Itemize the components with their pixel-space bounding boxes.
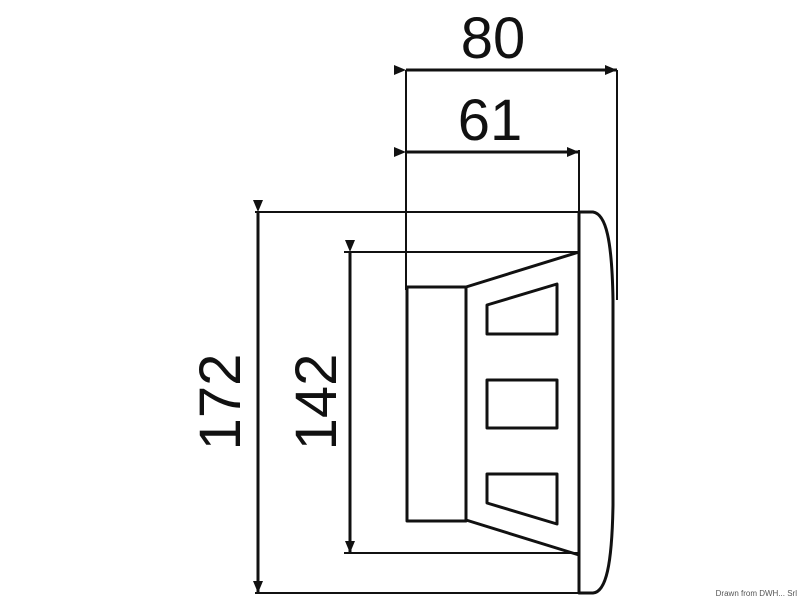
product-outline <box>405 210 615 595</box>
rear-block <box>405 285 468 523</box>
vent-lower <box>485 472 559 526</box>
dimension-lines <box>253 65 618 594</box>
dimension-label-172: 172 <box>188 354 253 451</box>
vent-upper <box>485 282 559 336</box>
front-flange <box>577 210 615 595</box>
credit-text: Drawn from DWH... Srl <box>716 589 798 598</box>
dimension-label-142: 142 <box>284 354 349 451</box>
housing-body <box>464 250 581 557</box>
dimension-label-61: 61 <box>458 88 523 153</box>
vent-middle <box>485 378 559 430</box>
dimension-label-80: 80 <box>461 6 526 71</box>
